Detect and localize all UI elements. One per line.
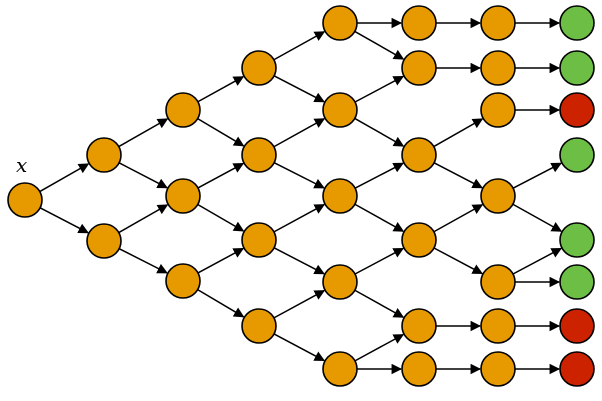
edge-d3-e3 [354,162,404,189]
edge-x-a2 [39,207,89,234]
node-g2 [559,50,595,86]
node-c4 [241,308,277,344]
node-x [7,182,43,218]
node-e6 [401,351,437,387]
edge-e3-f4 [433,162,483,189]
edge-e4-f4 [433,204,484,233]
input-label: x [16,153,27,177]
edge-c3-d3 [273,203,326,233]
edge-a1-b1 [118,118,169,148]
edge-d2-e3 [354,117,405,147]
node-c3 [241,222,277,258]
edge-d3-e4 [354,203,405,232]
edge-c1-d1 [273,31,326,61]
edge-b1-c1 [197,76,245,103]
edge-d1-e2 [354,30,405,60]
node-f3 [480,92,516,128]
node-e3 [401,137,437,173]
edge-a2-b3 [118,248,168,274]
node-b1 [165,92,201,128]
node-g3 [559,92,595,128]
node-e1 [401,5,437,41]
edge-c2-d2 [273,118,326,148]
edge-d2-e2 [354,75,405,103]
node-g7 [559,308,595,344]
node-b3 [165,263,201,299]
edge-b2-c2 [197,162,245,189]
node-g6 [559,264,595,300]
node-e2 [401,50,437,86]
node-d5 [322,351,358,387]
node-g5 [559,222,595,258]
node-e5 [401,308,437,344]
node-c2 [241,137,277,173]
nodes-layer [7,5,595,387]
edge-b3-c3 [197,247,245,274]
edge-c2-d3 [273,162,325,189]
edge-a1-b2 [118,162,168,189]
edge-c1-d2 [273,75,325,103]
edge-b3-c4 [197,289,245,318]
node-c1 [241,50,277,86]
edge-b1-c2 [197,118,245,147]
edge-a2-b2 [118,204,169,234]
edge-c4-d5 [273,333,326,362]
node-g8 [559,351,595,387]
edge-d4-e4 [354,247,405,275]
edge-c4-d4 [273,289,326,319]
node-g1 [559,5,595,41]
node-d4 [322,264,358,300]
edge-f4-g5 [512,203,563,232]
node-f4 [480,178,516,214]
node-f2 [480,50,516,86]
edge-d5-e5 [354,333,405,362]
node-f5 [480,264,516,300]
edge-f5-g5 [512,247,563,275]
node-f6 [480,308,516,344]
node-a2 [86,223,122,259]
edge-f4-g4 [512,162,562,189]
edge-x-a1 [39,163,90,193]
node-f7 [480,351,516,387]
node-d1 [322,5,358,41]
node-g4 [559,137,595,173]
edge-e3-f3 [433,118,484,148]
edge-e4-f5 [433,247,484,275]
node-b2 [165,178,201,214]
edge-b2-c3 [197,203,245,232]
edge-c3-d4 [273,247,325,275]
node-a1 [86,137,122,173]
node-f1 [480,5,516,41]
edges-layer [39,17,563,375]
node-e4 [401,222,437,258]
node-d2 [322,92,358,128]
edge-d4-e5 [354,289,405,318]
node-d3 [322,178,358,214]
